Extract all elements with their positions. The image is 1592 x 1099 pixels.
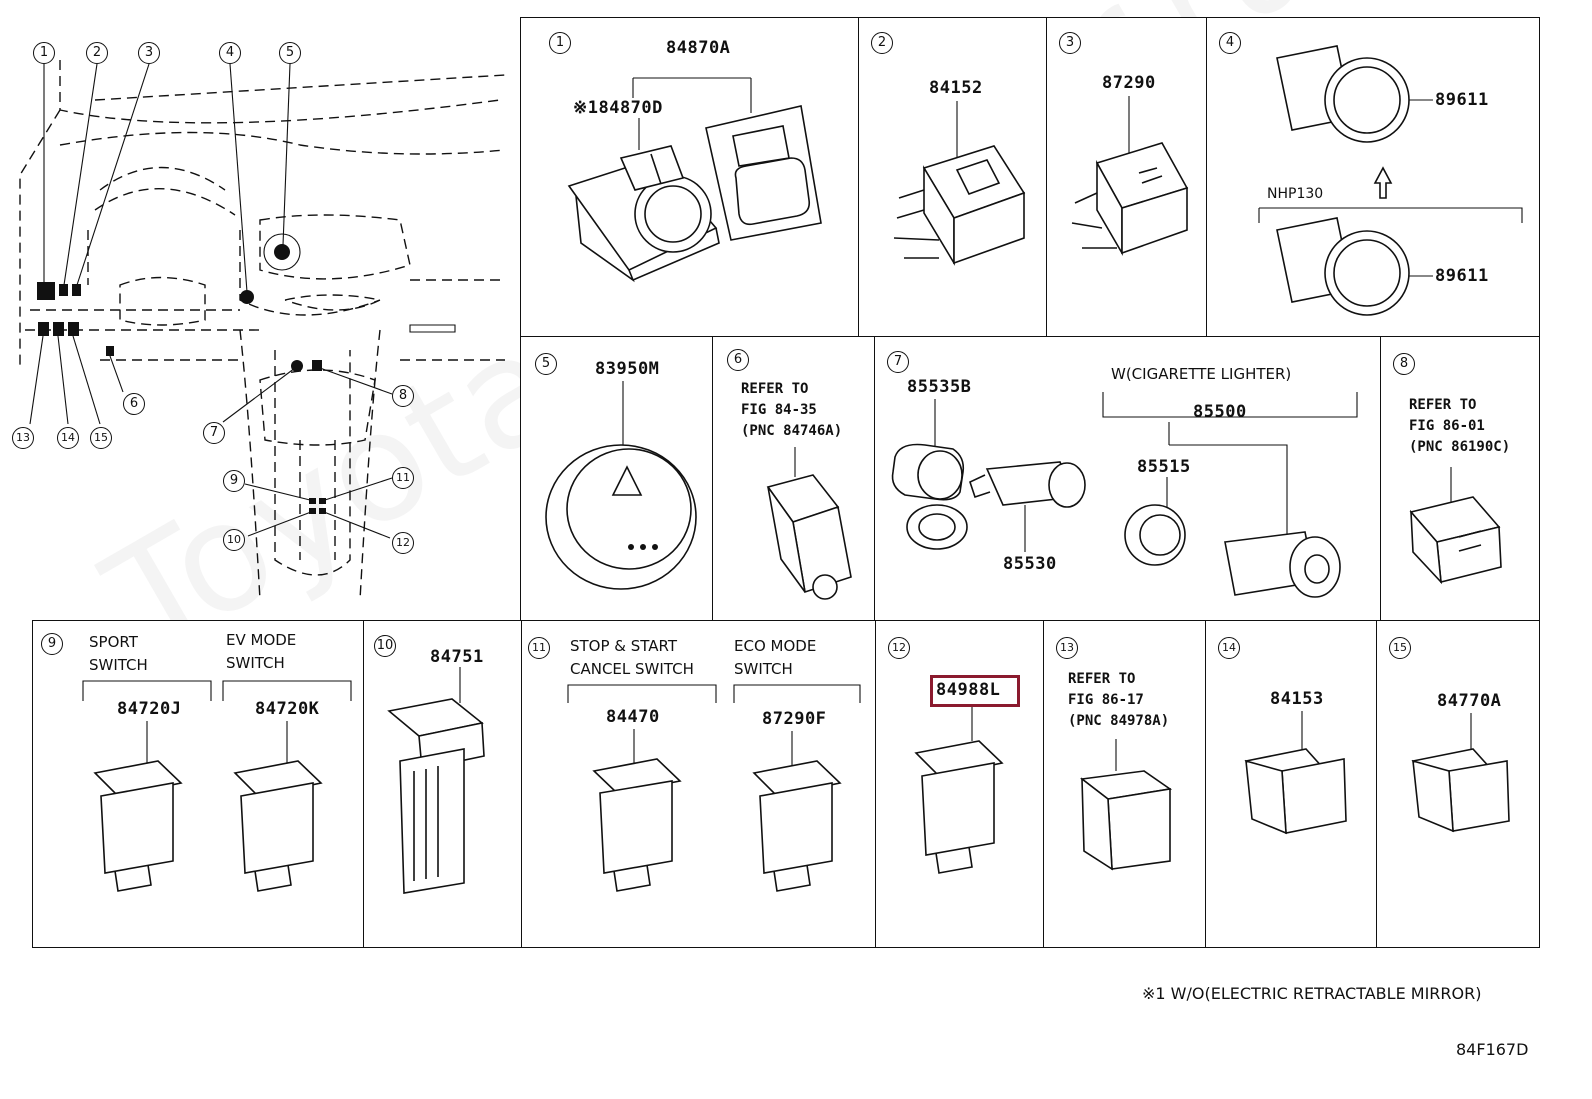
- mirror-switch-drawing: [567, 77, 822, 283]
- part-number-84470[interactable]: 84470: [606, 707, 660, 727]
- cell-number: 2: [871, 32, 893, 54]
- cell-9[interactable]: 9 SPORT SWITCH EV MODE SWITCH 84720J 847…: [32, 620, 365, 948]
- reference-note: REFER TO FIG 86-17 (PNC 84978A): [1068, 671, 1170, 729]
- part-number-84152[interactable]: 84152: [929, 78, 983, 98]
- part-number-84153[interactable]: 84153: [1270, 689, 1324, 709]
- cell-number: 3: [1059, 32, 1081, 54]
- variant-label-nhp130: NHP130: [1267, 186, 1324, 202]
- callout-13[interactable]: 13: [12, 427, 34, 449]
- dashboard-drawing: [19, 60, 506, 601]
- cell-8[interactable]: 8 REFER TO FIG 86-01 (PNC 86190C): [1380, 336, 1540, 622]
- callout-9[interactable]: 9: [223, 470, 245, 492]
- switch-drawings: [82, 680, 352, 892]
- switch-drawing: [1409, 467, 1502, 585]
- part-number-87290[interactable]: 87290: [1102, 73, 1156, 93]
- cell-3[interactable]: 3 87290: [1046, 17, 1208, 338]
- cell-5[interactable]: 5 83950M: [520, 336, 714, 622]
- part-number-84720j[interactable]: 84720J: [117, 699, 182, 719]
- part-number-84870d[interactable]: ※184870D: [573, 98, 663, 118]
- cell-number: 10: [374, 635, 396, 657]
- callout-7[interactable]: 7: [203, 422, 225, 444]
- cell-number: 1: [549, 32, 571, 54]
- reference-note: REFER TO FIG 84-35 (PNC 84746A): [741, 381, 843, 439]
- part-number-84720k[interactable]: 84720K: [255, 699, 320, 719]
- part-number-85530[interactable]: 85530: [1003, 554, 1057, 574]
- cell-2[interactable]: 2 84152: [858, 17, 1048, 338]
- switch-drawing: [387, 667, 485, 894]
- part-number-84988l[interactable]: 84988L: [936, 680, 1001, 700]
- switch-drawing: [1411, 713, 1510, 833]
- cell-15[interactable]: 15 84770A: [1376, 620, 1540, 948]
- hazard-switch-drawing: [545, 381, 697, 590]
- cell-number: 7: [887, 351, 909, 373]
- label-stop-start-cancel-switch: STOP & START CANCEL SWITCH: [570, 637, 694, 678]
- cell-number: 6: [727, 349, 749, 371]
- switch-drawing: [1079, 739, 1173, 871]
- callout-4[interactable]: 4: [219, 42, 241, 64]
- dashboard-overview: 1 2 3 4 5 6 7 8 9 10 11 12 13 14 15: [0, 0, 520, 601]
- part-number-89611-bottom[interactable]: 89611: [1435, 266, 1489, 286]
- cell-11[interactable]: 11 STOP & START CANCEL SWITCH ECO MODE S…: [521, 620, 877, 948]
- group-label: W(CIGARETTE LIGHTER): [1111, 365, 1292, 383]
- callout-8[interactable]: 8: [392, 385, 414, 407]
- cell-number: 4: [1219, 32, 1241, 54]
- callout-5[interactable]: 5: [279, 42, 301, 64]
- part-number-84751[interactable]: 84751: [430, 647, 484, 667]
- cell-14[interactable]: 14 84153: [1205, 620, 1378, 948]
- footnote: ※1 W/O(ELECTRIC RETRACTABLE MIRROR): [1142, 984, 1482, 1003]
- switch-drawing: [766, 447, 852, 600]
- switch-drawing: [1071, 96, 1189, 256]
- callout-11[interactable]: 11: [392, 467, 414, 489]
- part-number-84870a[interactable]: 84870A: [666, 38, 731, 58]
- switch-drawing: [893, 101, 1026, 266]
- switch-drawing: [914, 707, 1004, 874]
- reference-note: REFER TO FIG 86-01 (PNC 86190C): [1409, 397, 1511, 455]
- part-number-87290f[interactable]: 87290F: [762, 709, 827, 729]
- cell-13[interactable]: 13 REFER TO FIG 86-17 (PNC 84978A): [1043, 620, 1207, 948]
- cell-number: 14: [1218, 637, 1240, 659]
- label-ev-mode-switch: EV MODE SWITCH: [226, 631, 297, 672]
- cell-number: 5: [535, 353, 557, 375]
- cell-6[interactable]: 6 REFER TO FIG 84-35 (PNC 84746A): [712, 336, 876, 622]
- start-button-drawing: [1258, 45, 1523, 316]
- callout-14[interactable]: 14: [57, 427, 79, 449]
- cell-number: 8: [1393, 353, 1415, 375]
- cigarette-lighter-drawing: [891, 392, 1358, 598]
- cell-number: 15: [1389, 637, 1411, 659]
- callout-6[interactable]: 6: [123, 393, 145, 415]
- label-eco-mode-switch: ECO MODE SWITCH: [734, 637, 817, 678]
- highlighted-part-box: [930, 675, 1020, 707]
- cell-1[interactable]: 1 84870A ※184870D: [520, 17, 860, 338]
- cell-number: 9: [41, 633, 63, 655]
- part-number-83950m[interactable]: 83950M: [595, 359, 660, 379]
- callout-15[interactable]: 15: [90, 427, 112, 449]
- figure-code: 84F167D: [1456, 1040, 1529, 1059]
- callout-10[interactable]: 10: [223, 529, 245, 551]
- cell-4[interactable]: 4 89611 NHP130 89611: [1206, 17, 1540, 338]
- cell-10[interactable]: 10 84751: [363, 620, 523, 948]
- callout-1[interactable]: 1: [33, 42, 55, 64]
- callout-2[interactable]: 2: [86, 42, 108, 64]
- label-sport-switch: SPORT SWITCH: [89, 633, 148, 674]
- part-number-89611-top[interactable]: 89611: [1435, 90, 1489, 110]
- switch-drawings: [567, 684, 861, 892]
- cell-number: 11: [528, 637, 550, 659]
- part-number-84770a[interactable]: 84770A: [1437, 691, 1502, 711]
- cell-number: 12: [888, 637, 910, 659]
- callout-3[interactable]: 3: [138, 42, 160, 64]
- callout-12[interactable]: 12: [392, 532, 414, 554]
- switch-drawing: [1244, 711, 1347, 835]
- part-number-85515[interactable]: 85515: [1137, 457, 1191, 477]
- part-number-85535b[interactable]: 85535B: [907, 377, 972, 397]
- cell-7[interactable]: 7 85535B 85530 W(CIGARETTE LIGHTER) 8550…: [874, 336, 1382, 622]
- cell-12[interactable]: 12 84988L: [875, 620, 1045, 948]
- cell-number: 13: [1056, 637, 1078, 659]
